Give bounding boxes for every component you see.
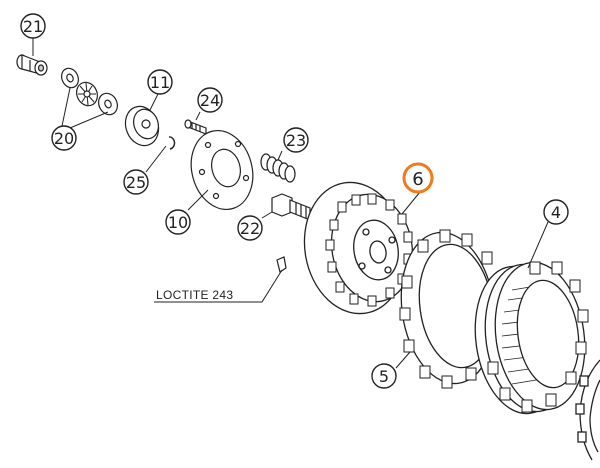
callout-24-label: 24	[200, 91, 220, 110]
callout-4-label: 4	[551, 203, 561, 222]
callout-4: 4	[543, 199, 569, 225]
callout-22: 22	[237, 215, 263, 241]
leader-lines	[32, 38, 549, 369]
callout-25-label: 25	[126, 173, 146, 192]
part-24-screw	[184, 119, 207, 135]
callout-23: 23	[283, 127, 309, 153]
callout-20-label: 20	[54, 129, 74, 148]
callout-25: 25	[123, 169, 149, 195]
part-4-disc-pack	[474, 261, 589, 415]
callout-11-label: 11	[150, 73, 170, 92]
loctite-annotation: LOCTITE 243	[156, 288, 233, 302]
part-11-cap	[124, 105, 160, 147]
callout-10: 10	[165, 209, 191, 235]
callout-20: 20	[51, 125, 77, 151]
callout-23-label: 23	[286, 131, 306, 150]
callout-21: 21	[20, 13, 46, 39]
part-5-friction-disc	[399, 229, 501, 389]
callout-21-label: 21	[23, 17, 43, 36]
part-6-clutch-hub	[303, 181, 414, 315]
callout-11: 11	[147, 69, 173, 95]
callout-6-highlighted[interactable]: 6	[402, 162, 434, 194]
part-22-stud	[271, 193, 311, 273]
callout-6-label: 6	[412, 169, 423, 190]
part-23-spring	[260, 153, 296, 183]
callout-10-label: 10	[168, 213, 188, 232]
callout-24: 24	[197, 87, 223, 113]
part-20-washers	[61, 67, 118, 116]
callout-5-label: 5	[379, 367, 389, 386]
part-10-plate	[190, 129, 254, 211]
part-21-bolt	[16, 54, 48, 76]
callout-5: 5	[371, 363, 397, 389]
part-25-ring	[168, 136, 176, 150]
part-basket-edge	[575, 359, 600, 461]
callout-22-label: 22	[240, 219, 260, 238]
